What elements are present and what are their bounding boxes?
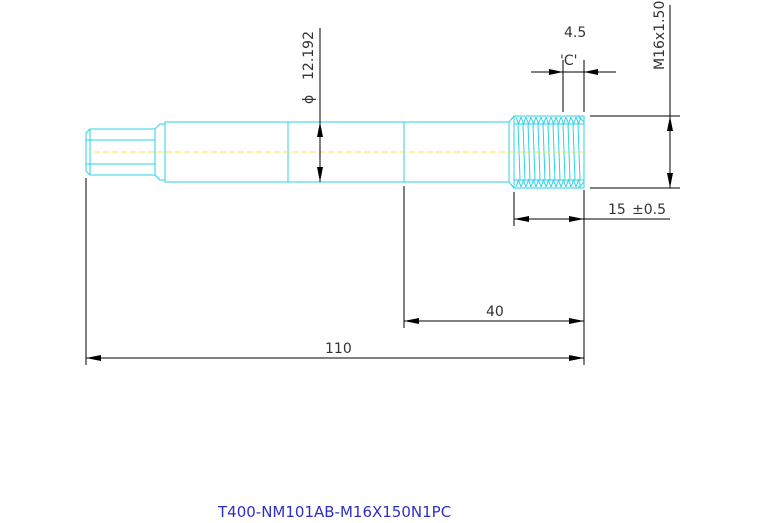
arrow-right-15 bbox=[569, 216, 584, 222]
part-number-title: T400-NM101AB-M16X150N1PC bbox=[217, 503, 451, 521]
arrow-chamfer-left bbox=[549, 69, 563, 75]
dimension-chamfer: 4.5 'C' bbox=[531, 25, 616, 112]
arrow-right-40 bbox=[569, 318, 584, 324]
arrow-thread-top bbox=[667, 116, 673, 131]
arrow-diameter-top bbox=[317, 122, 323, 137]
arrow-chamfer-right bbox=[584, 69, 598, 75]
dimension-thread-spec: M16x1.50 bbox=[590, 1, 680, 189]
dimension-shank-length: 40 bbox=[403, 186, 584, 328]
arrow-diameter-bottom bbox=[317, 167, 323, 182]
thread-spec-label: M16x1.50 bbox=[652, 1, 668, 70]
shank-length-label: 40 bbox=[486, 304, 504, 320]
thread-teeth-top bbox=[515, 116, 582, 126]
hex-inner-edge bbox=[86, 139, 155, 165]
dimension-diameter: ϕ 12.192 bbox=[301, 28, 323, 182]
thread-crest-line bbox=[567, 123, 571, 181]
thread-length-label: 15 bbox=[608, 202, 626, 218]
thread-minor-diameter bbox=[514, 123, 584, 181]
arrow-left-15 bbox=[514, 216, 529, 222]
chamfer-label: 'C' bbox=[560, 53, 577, 69]
shaft-neck bbox=[154, 123, 165, 181]
thread-teeth-bottom bbox=[515, 178, 582, 188]
thread-crest-line bbox=[522, 123, 526, 181]
arrow-right-110 bbox=[569, 355, 584, 361]
chamfer-width-label: 4.5 bbox=[564, 25, 586, 41]
thread-crest-line bbox=[532, 123, 536, 181]
thread-crest-line bbox=[577, 123, 581, 181]
dimension-overall-length: 110 bbox=[85, 178, 585, 365]
diameter-value-label: 12.192 bbox=[301, 31, 317, 80]
arrow-left-40 bbox=[404, 318, 419, 324]
thread-tolerance-label: ±0.5 bbox=[632, 202, 666, 218]
diameter-symbol: ϕ bbox=[301, 95, 317, 104]
arrow-left-110 bbox=[86, 355, 101, 361]
shank-taper bbox=[508, 115, 515, 189]
arrow-thread-bottom bbox=[667, 173, 673, 188]
overall-length-label: 110 bbox=[325, 341, 352, 357]
dimension-thread-length: 15 ±0.5 bbox=[513, 192, 670, 226]
